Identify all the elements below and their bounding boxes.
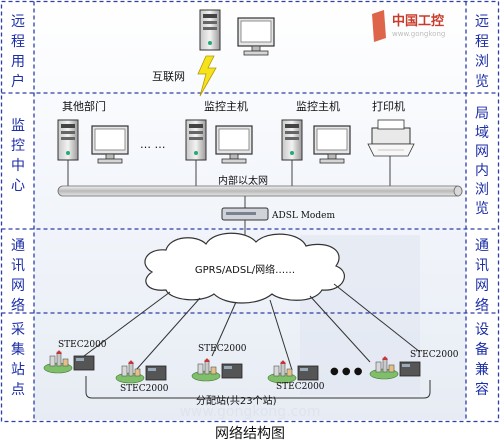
network-cloud: GPRS/ADSL/网络……: [144, 232, 345, 304]
side-label-char: 络: [475, 298, 489, 314]
side-label-char: 局: [475, 106, 489, 122]
hosts-ellipsis: … …: [140, 138, 166, 151]
internal-ethernet-bus: 内部以太网: [57, 174, 463, 197]
stec-label-2: STEC2000: [120, 384, 169, 394]
side-label-char: 浏: [475, 54, 489, 70]
right-label-remote-browse: 远程浏览: [475, 14, 489, 90]
side-label-char: 站: [11, 362, 25, 378]
cloud-label: GPRS/ADSL/网络……: [195, 263, 295, 276]
outer-frame: [0, 0, 500, 423]
side-label-char: 通: [475, 238, 489, 254]
right-label-communication-network: 通讯网络: [475, 238, 489, 314]
side-label-char: 讯: [475, 258, 489, 274]
ethernet-drops: [67, 156, 391, 186]
side-label-char: 心: [11, 178, 25, 194]
side-label-char: 备: [475, 341, 489, 358]
diagram-caption: 网络结构图: [215, 426, 285, 442]
right-labels: 远程浏览 局域网内浏览 通讯网络 设备兼容: [475, 14, 489, 398]
side-label-char: 采: [11, 322, 25, 338]
left-labels: 远程用户 监控中心 通讯网络 采集站点: [11, 14, 25, 398]
logo-text: 中国工控: [392, 13, 444, 29]
side-label-char: 远: [475, 14, 489, 30]
monitor-host-label-2: 监控主机: [296, 99, 340, 113]
side-label-char: 网: [475, 278, 489, 294]
stec-label-1: STEC2000: [58, 340, 107, 350]
left-label-collection-stations: 采集站点: [11, 322, 25, 398]
printer-label: 打印机: [372, 99, 405, 113]
left-label-monitoring-center: 监控中心: [11, 118, 25, 194]
side-label-char: 监: [11, 118, 25, 134]
monitor-host-label-1: 监控主机: [204, 99, 248, 113]
printer-icon: [367, 119, 415, 157]
cloud-station-links: [83, 283, 421, 371]
side-label-char: 中: [11, 158, 25, 174]
other-dept-label: 其他部门: [62, 99, 106, 113]
substations-bracket: [85, 376, 431, 399]
side-label-char: 控: [11, 138, 25, 154]
side-label-char: 用: [11, 54, 25, 70]
side-label-char: 网: [11, 278, 25, 294]
side-label-char: 远: [11, 14, 25, 30]
right-label-lan-browse: 局域网内浏览: [475, 106, 489, 217]
side-label-char: 户: [11, 73, 25, 90]
side-label-char: 点: [11, 382, 25, 398]
side-label-char: 域: [475, 125, 489, 141]
internet-label: 互联网: [152, 70, 185, 83]
stec-label-5: STEC2000: [410, 350, 459, 360]
side-label-char: 容: [475, 381, 489, 398]
watermark: www.gongkong.com: [179, 404, 320, 420]
left-label-communication-network: 通讯网络: [11, 238, 25, 314]
section-frames: [0, 0, 500, 423]
modem-label: ADSL Modem: [271, 211, 335, 221]
side-label-char: 览: [475, 201, 489, 217]
stec-label-4: STEC2000: [276, 382, 325, 392]
side-label-char: 览: [475, 74, 489, 90]
side-label-char: 设: [475, 322, 489, 338]
side-label-char: 集: [11, 341, 25, 358]
side-label-char: 讯: [11, 258, 25, 274]
gongkong-logo: 中国工控 www.gongkong: [372, 10, 445, 42]
logo-mark-icon: [372, 10, 386, 42]
side-label-char: 络: [11, 298, 25, 314]
stations-ellipsis: ● ● ●: [330, 366, 363, 377]
logo-url: www.gongkong: [392, 30, 445, 38]
lightning-bolt-icon: [197, 55, 217, 97]
left-label-remote-users: 远程用户: [11, 14, 25, 90]
ethernet-label: 内部以太网: [218, 174, 268, 187]
side-label-char: 内: [475, 163, 489, 179]
side-label-char: 浏: [475, 182, 489, 198]
side-label-char: 网: [475, 144, 489, 160]
internet-link: 互联网: [152, 55, 217, 97]
side-label-char: 程: [11, 34, 25, 50]
right-label-device-compatible: 设备兼容: [475, 322, 489, 398]
cloud-shape: [144, 232, 345, 304]
side-label-char: 通: [11, 238, 25, 254]
stec-label-3: STEC2000: [198, 344, 247, 354]
substations-label: 分配站(共23个站): [196, 394, 277, 407]
side-label-char: 程: [475, 34, 489, 50]
side-label-char: 兼: [475, 362, 489, 378]
